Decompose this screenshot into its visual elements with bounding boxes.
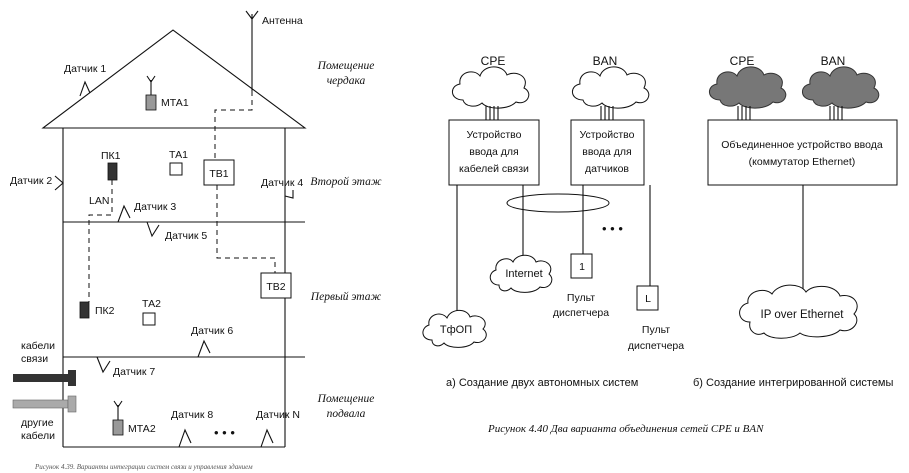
pult-l-label-1: Пульт xyxy=(642,324,670,336)
roof xyxy=(41,29,307,129)
ip-label: IP over Ethernet xyxy=(761,309,845,321)
other-cables-label-2: кабели xyxy=(21,430,55,442)
sensor-5-icon xyxy=(146,221,160,238)
box-comm-line-3: кабелей связи xyxy=(459,163,529,175)
sensor-7-label: Датчик 7 xyxy=(113,366,155,378)
pult-1-number: 1 xyxy=(579,261,585,273)
sensor-7-icon xyxy=(96,356,111,374)
sensor-3-icon xyxy=(117,204,131,223)
mta1-label: МТА1 xyxy=(161,97,189,109)
pk2-icon xyxy=(79,301,90,319)
cpe-cloud-b xyxy=(709,66,787,109)
sensors-ellipsis: • • • xyxy=(214,425,235,440)
pult-l-label-2: диспетчера xyxy=(628,340,684,352)
internet-cloud xyxy=(489,254,553,293)
mta1-icon xyxy=(145,75,157,111)
tfop-label: ТфОП xyxy=(440,324,472,336)
diagram-a: CPE BAN Устройство ввода для кабелей свя… xyxy=(422,54,684,389)
tv2-label: ТВ2 xyxy=(266,281,285,293)
sensor-3-label: Датчик 3 xyxy=(134,201,176,213)
ip-cloud xyxy=(739,284,858,339)
pk1-icon xyxy=(107,162,118,181)
ta2-label: ТА2 xyxy=(142,298,161,310)
pult-1-box xyxy=(570,253,593,279)
ta1-label: ТА1 xyxy=(169,149,188,161)
antenna-label: Антенна xyxy=(262,15,303,27)
figure-440-caption: Рисунок 4.40 Два варианта объединения се… xyxy=(487,423,764,435)
separation-ellipse xyxy=(506,193,610,213)
sensor-6-icon xyxy=(197,339,211,358)
ban-cloud-b xyxy=(802,66,880,109)
sensor-1-icon xyxy=(79,80,91,97)
box-sensor-line-3: датчиков xyxy=(585,163,629,175)
sensor-n-label: Датчик N xyxy=(256,409,300,421)
mta2-label: МТА2 xyxy=(128,423,156,435)
pk2-label: ПК2 xyxy=(95,305,115,317)
zone-basement-1: Помещение xyxy=(317,393,375,405)
box-comm-input xyxy=(448,119,540,186)
pult-1-label-1: Пульт xyxy=(567,292,595,304)
caption-b: б) Создание интегрированной системы xyxy=(693,377,893,389)
pult-ellipsis: • • • xyxy=(602,221,623,236)
diagram-b: CPE BAN Объединенное устройство ввода (к… xyxy=(693,54,898,389)
other-cables-label-1: другие xyxy=(21,417,54,429)
tv-cable xyxy=(216,185,276,273)
box-sensor-input xyxy=(570,119,645,186)
figure-439-caption: Рисунок 4.39. Варианты интеграции систем… xyxy=(34,463,253,471)
cpe-cloud-a xyxy=(452,66,530,109)
antenna-cable xyxy=(214,91,253,160)
pult-1-label-2: диспетчера xyxy=(553,307,609,319)
sensor-8-icon xyxy=(178,428,192,448)
house-diagram: Антенна МТА1 Датчик 1 ПК1 LAN ТА1 ТВ1 Да… xyxy=(10,10,382,471)
sensor-4-label: Датчик 4 xyxy=(261,177,303,189)
internet-label: Internet xyxy=(505,268,542,280)
ta2-icon xyxy=(142,312,156,326)
zone-basement-2: подвала xyxy=(327,408,366,420)
box-comm-line-2: ввода для xyxy=(469,146,518,158)
sensor-n-icon xyxy=(260,428,274,448)
unified-box-line-1: Объединенное устройство ввода xyxy=(721,139,883,151)
ban-label-b: BAN xyxy=(821,54,846,68)
sensor-1-label: Датчик 1 xyxy=(64,63,106,75)
cpe-label-a: CPE xyxy=(481,54,506,68)
sensor-2-label: Датчик 2 xyxy=(10,175,52,187)
pult-l-box xyxy=(636,285,659,311)
sensor-8-label: Датчик 8 xyxy=(171,409,213,421)
comm-cable-icon xyxy=(13,370,76,386)
comm-cables-label-1: кабели xyxy=(21,340,55,352)
pk1-label: ПК1 xyxy=(101,150,121,162)
caption-a: а) Создание двух автономных систем xyxy=(446,377,638,389)
unified-box-line-2: (коммутатор Ethernet) xyxy=(749,156,856,168)
box-sensor-line-2: ввода для xyxy=(582,146,631,158)
sensor-2-icon xyxy=(54,175,64,191)
lan-cable xyxy=(88,180,113,302)
ban-label-a: BAN xyxy=(593,54,618,68)
tv2-box xyxy=(260,272,292,299)
cpe-label-b: CPE xyxy=(730,54,755,68)
tv1-label: ТВ1 xyxy=(209,168,228,180)
tfop-cloud xyxy=(422,309,487,348)
box-comm-line-1: Устройство xyxy=(467,129,522,141)
zone-second: Второй этаж xyxy=(310,175,381,188)
zone-first: Первый этаж xyxy=(310,290,382,303)
tv1-box xyxy=(203,159,235,186)
ban-cloud-a xyxy=(572,66,650,109)
sensor-5-label: Датчик 5 xyxy=(165,230,207,242)
pult-l-letter: L xyxy=(645,293,651,305)
ta1-icon xyxy=(169,162,183,176)
sensor-6-label: Датчик 6 xyxy=(191,325,233,337)
lan-label: LAN xyxy=(89,195,109,207)
box-sensor-line-1: Устройство xyxy=(580,129,635,141)
zone-attic-1: Помещение xyxy=(317,60,375,72)
zone-attic-2: чердака xyxy=(327,75,366,87)
comm-cables-label-2: связи xyxy=(21,353,48,365)
mta2-icon xyxy=(112,400,124,436)
sensor-4-icon xyxy=(284,190,294,199)
unified-input-box xyxy=(707,119,898,186)
antenna-icon xyxy=(245,10,259,91)
other-cable-icon xyxy=(12,395,77,413)
